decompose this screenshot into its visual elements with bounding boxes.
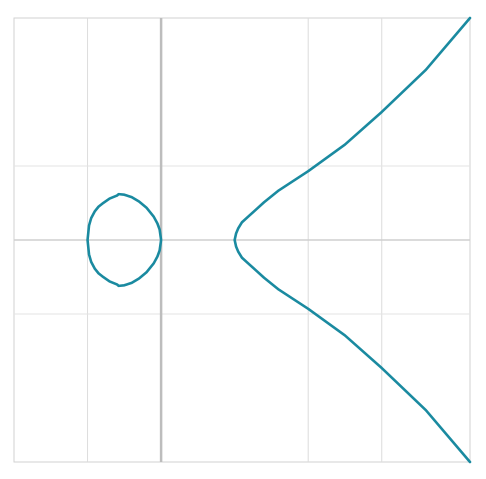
curve-branch-component: [233, 16, 472, 464]
curve-loop-component: [86, 192, 163, 288]
